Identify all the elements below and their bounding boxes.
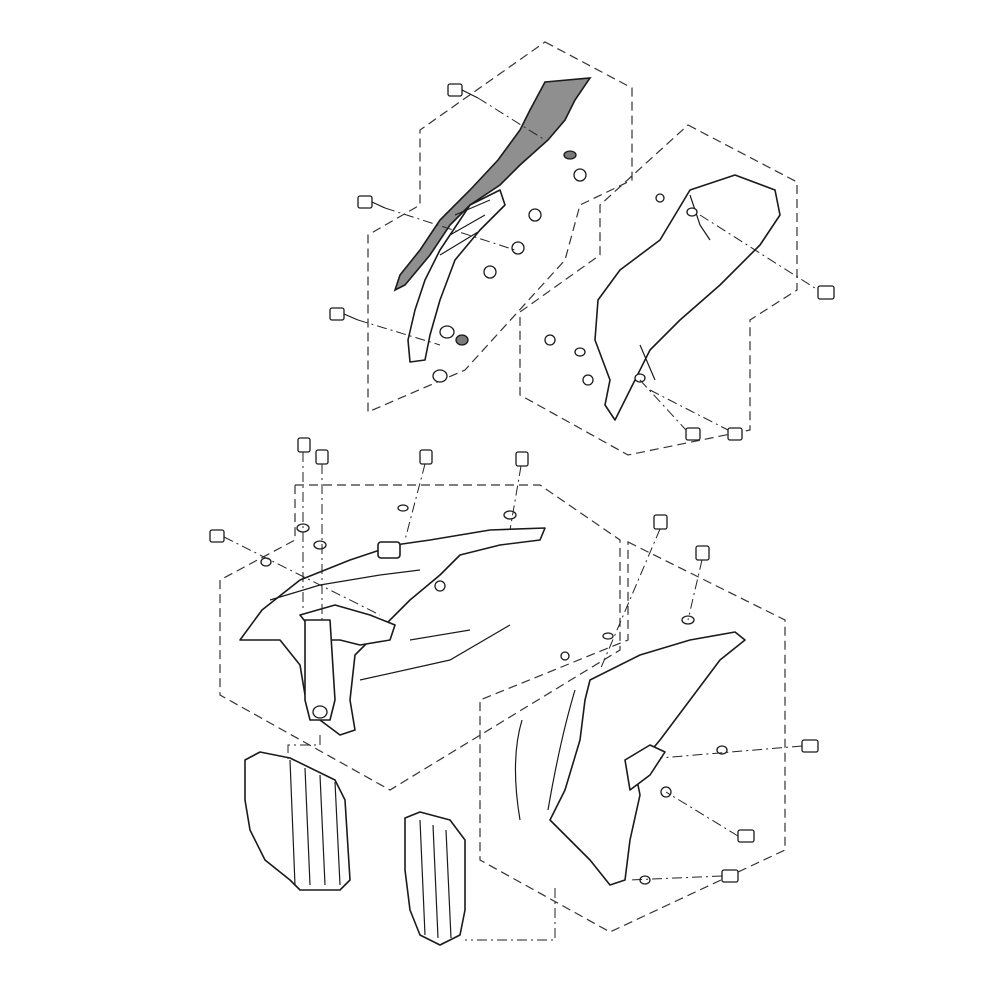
group-outline (519, 124, 798, 456)
bolt (297, 437, 311, 453)
guard-louvers (289, 759, 341, 886)
bolt (209, 529, 225, 543)
collar (312, 705, 328, 719)
leader-line (687, 559, 703, 621)
grommet (434, 580, 446, 592)
washer (260, 557, 272, 567)
group-radiator-guards (244, 735, 556, 946)
leader-line (404, 463, 426, 541)
leader-line (357, 319, 441, 346)
washer (716, 745, 728, 755)
shroud-detail (269, 569, 511, 681)
collar (544, 334, 556, 346)
leader-line (287, 735, 321, 760)
leader-line (477, 97, 546, 141)
leader-line (649, 389, 729, 431)
group-left-shroud (209, 437, 621, 791)
leader-line (509, 465, 522, 531)
group-side-cover (519, 124, 835, 456)
bolt (315, 449, 329, 465)
shroud-tab (377, 541, 401, 559)
leader-line (699, 214, 819, 291)
bracket-lower-arm (407, 189, 506, 363)
shroud-graphic-line (514, 689, 576, 821)
bolt (721, 869, 739, 883)
collar (582, 374, 594, 386)
bolt (737, 829, 755, 843)
leader-line (639, 379, 687, 431)
shroud-upright (304, 619, 336, 721)
bolt (357, 195, 386, 209)
bolt (515, 451, 529, 467)
washer (397, 504, 409, 512)
leader-line (223, 536, 381, 616)
shroud-lower-tab (624, 744, 666, 791)
bolt (817, 285, 835, 300)
left-radiator-guard (244, 751, 351, 891)
washer (313, 540, 327, 550)
grommet (686, 207, 698, 217)
bolt (329, 307, 359, 321)
bolt (419, 449, 433, 465)
leader-line (465, 888, 556, 941)
group-outline (367, 41, 633, 413)
leader-line (599, 528, 661, 671)
bolt (801, 739, 819, 753)
side-cover-detail (639, 194, 711, 381)
leader-line (384, 207, 516, 251)
bolt (653, 514, 668, 530)
collar (483, 265, 497, 279)
grommet (574, 347, 586, 357)
highlighted-bracket (393, 77, 592, 292)
collar (573, 168, 587, 182)
leader-line (665, 791, 739, 837)
group-bracket-highlighted (329, 41, 633, 413)
bolt (447, 83, 479, 99)
bolt (727, 427, 743, 441)
nut (560, 651, 570, 661)
leader-line (659, 745, 803, 759)
group-outline (479, 541, 786, 933)
bolt (685, 427, 701, 441)
washer (655, 193, 665, 203)
right-shroud-panel (549, 631, 746, 886)
grommet (634, 373, 646, 383)
side-cover-panel (594, 174, 781, 421)
collar (511, 241, 525, 255)
collar (528, 208, 542, 222)
group-right-shroud (479, 514, 819, 933)
washer (503, 510, 517, 520)
nut (455, 334, 469, 346)
bolt (695, 545, 710, 561)
group-outline (219, 484, 621, 791)
leader-line (629, 875, 723, 881)
collar (432, 369, 448, 383)
grommet (439, 325, 455, 339)
washer (602, 632, 614, 640)
nut (563, 150, 577, 160)
bracket-detail (439, 199, 491, 256)
guard-louvers (419, 819, 452, 939)
